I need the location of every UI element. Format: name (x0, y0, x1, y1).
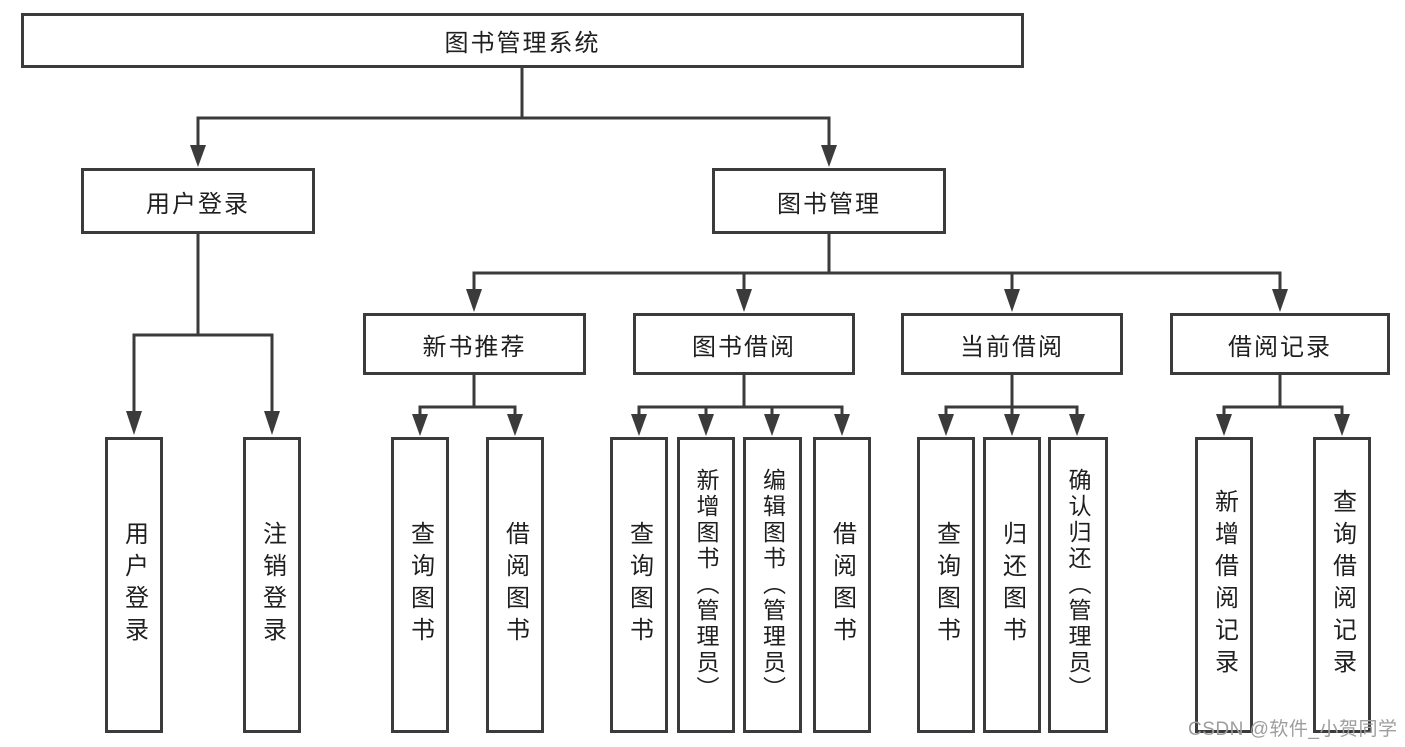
connector-borrowing-records-children (1216, 373, 1350, 436)
connector-user-login-children (126, 232, 280, 435)
leaf-add-borrowing-record: 新增借阅记录 (1195, 437, 1253, 733)
leaf-edit-books-admin: 编辑图书（管理员） (743, 437, 802, 733)
leaf-confirm-return-admin: 确认归还（管理员） (1048, 437, 1108, 733)
connector-current-borrowing-children (938, 373, 1085, 436)
leaf-borrow-books-recommendation: 借阅图书 (486, 437, 544, 733)
node-book-management: 图书管理 (712, 168, 946, 234)
node-library-management-system: 图书管理系统 (21, 13, 1024, 68)
node-current-borrowing: 当前借阅 (901, 313, 1123, 375)
leaf-query-borrowing-record: 查询借阅记录 (1313, 437, 1371, 733)
node-new-book-recommendation: 新书推荐 (363, 313, 586, 375)
node-borrowing-records: 借阅记录 (1170, 313, 1390, 375)
csdn-watermark: CSDN @软件_小贺同学 (1188, 719, 1398, 740)
leaf-add-books-admin: 新增图书（管理员） (677, 437, 735, 733)
leaf-query-books-borrowing: 查询图书 (610, 437, 668, 733)
leaf-borrow-books: 借阅图书 (813, 437, 871, 733)
connector-book-management-children (466, 232, 1288, 312)
leaf-query-books-current: 查询图书 (917, 437, 975, 733)
leaf-logout: 注销登录 (243, 437, 301, 733)
leaf-user-login: 用户登录 (105, 437, 163, 733)
node-book-borrowing: 图书借阅 (633, 313, 855, 375)
connector-book-borrowing-children (631, 373, 850, 436)
connector-root-to-level2 (190, 66, 837, 167)
leaf-query-books-recommendation: 查询图书 (391, 437, 449, 733)
leaf-return-books: 归还图书 (983, 437, 1041, 733)
connector-new-book-recommendation-children (412, 373, 523, 436)
node-user-login: 用户登录 (81, 168, 315, 234)
